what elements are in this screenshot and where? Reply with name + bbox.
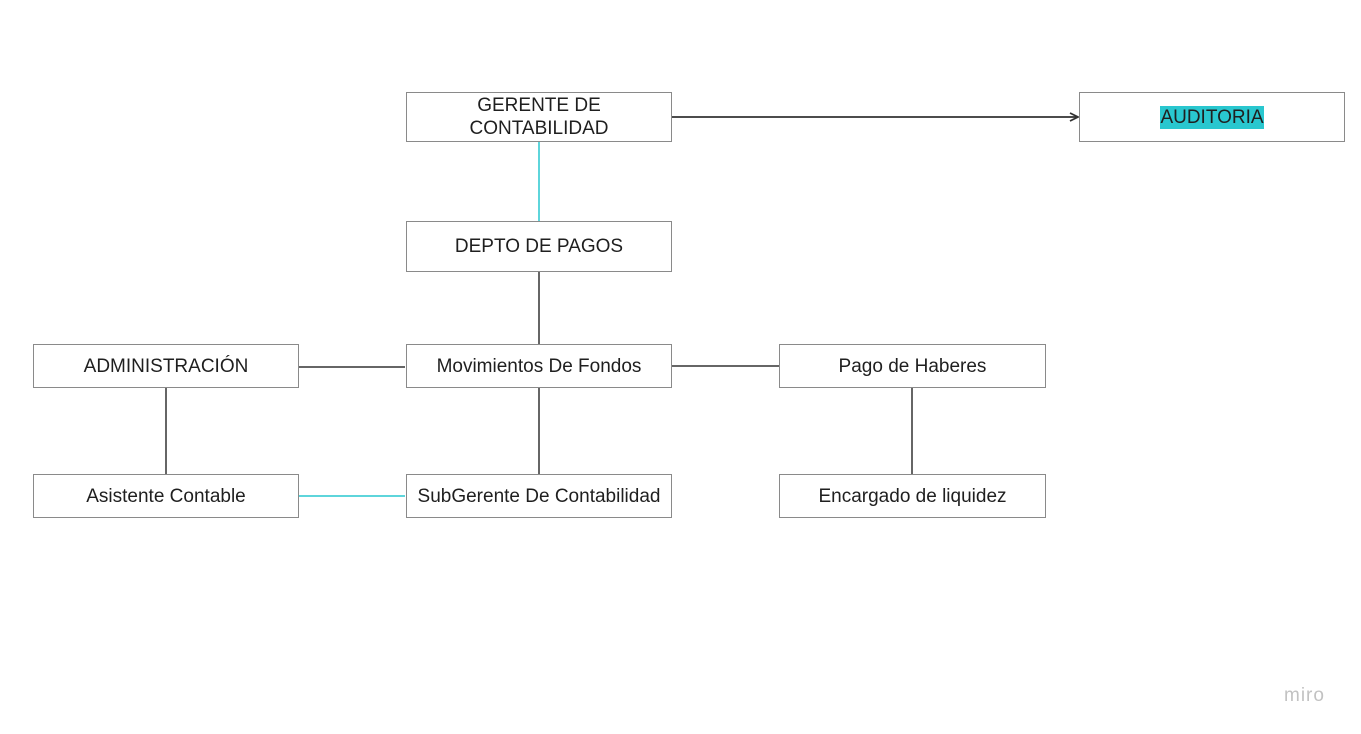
node-encargado-de-liquidez[interactable]: Encargado de liquidez: [779, 474, 1046, 518]
node-asistente-contable-label: Asistente Contable: [86, 485, 246, 507]
node-gerente-de-contabilidad[interactable]: GERENTE DE CONTABILIDAD: [406, 92, 672, 142]
node-encargado-de-liquidez-label: Encargado de liquidez: [818, 485, 1007, 507]
node-gerente-de-contabilidad-label: GERENTE DE CONTABILIDAD: [469, 95, 609, 139]
node-administracion[interactable]: ADMINISTRACIÓN: [33, 344, 299, 388]
node-subgerente-de-contabilidad[interactable]: SubGerente De Contabilidad: [406, 474, 672, 518]
node-depto-de-pagos[interactable]: DEPTO DE PAGOS: [406, 221, 672, 272]
node-auditoria[interactable]: AUDITORIA: [1079, 92, 1345, 142]
node-movimientos-de-fondos[interactable]: Movimientos De Fondos: [406, 344, 672, 388]
node-depto-de-pagos-label: DEPTO DE PAGOS: [454, 236, 624, 257]
node-administracion-label: ADMINISTRACIÓN: [83, 355, 249, 377]
node-pago-de-haberes[interactable]: Pago de Haberes: [779, 344, 1046, 388]
miro-watermark-logo: miro: [1284, 685, 1325, 706]
node-movimientos-de-fondos-label: Movimientos De Fondos: [436, 355, 642, 377]
node-subgerente-de-contabilidad-label: SubGerente De Contabilidad: [417, 485, 661, 507]
node-asistente-contable[interactable]: Asistente Contable: [33, 474, 299, 518]
node-pago-de-haberes-label: Pago de Haberes: [838, 355, 987, 377]
node-auditoria-label: AUDITORIA: [1160, 105, 1264, 129]
